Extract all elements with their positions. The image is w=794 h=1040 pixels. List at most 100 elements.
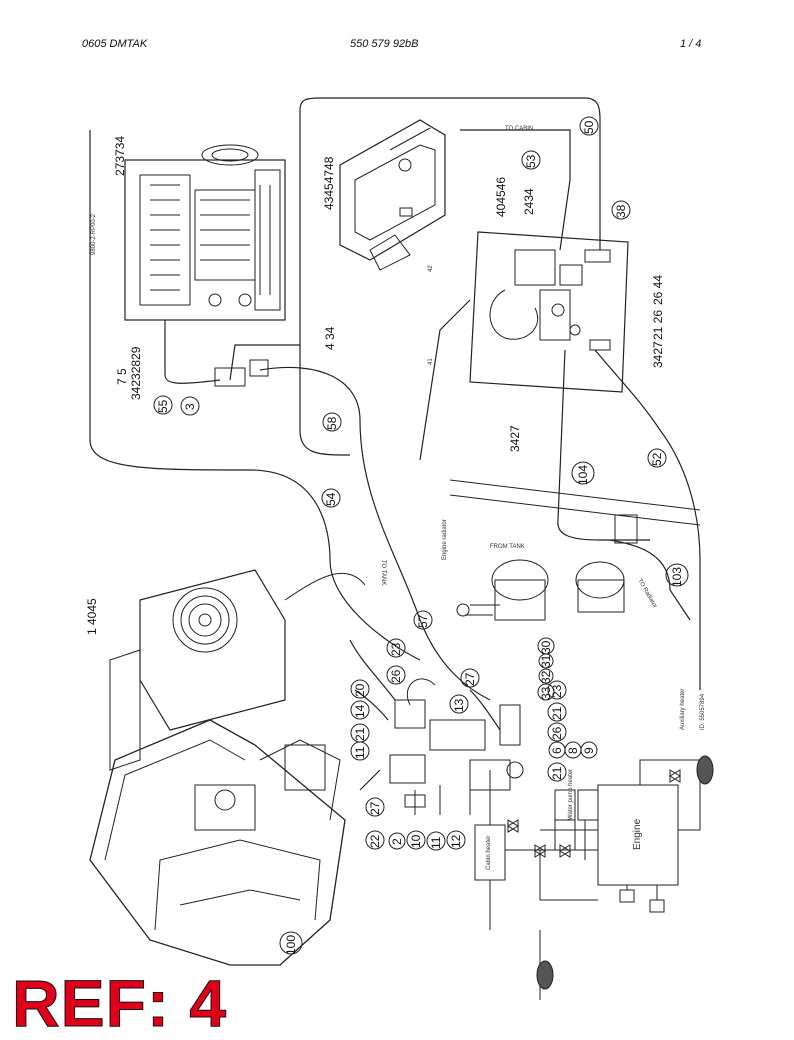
svg-text:26: 26 (550, 726, 564, 740)
svg-text:11: 11 (353, 746, 367, 759)
callout-21-26: 21 26 (651, 310, 665, 340)
label-to-radiator: TO Radiator (636, 578, 657, 609)
svg-text:2: 2 (390, 838, 404, 845)
callout-23-right: 23 (547, 680, 567, 700)
callout-53: 53 (521, 150, 541, 170)
callout-3: 3 (180, 396, 200, 416)
svg-text:27: 27 (368, 801, 382, 815)
callout-33: 33 (537, 683, 555, 701)
svg-text:23: 23 (389, 642, 403, 656)
callout-103: 103 (665, 563, 689, 587)
svg-text:21: 21 (550, 766, 564, 780)
t-fitting-drawing (214, 359, 269, 387)
callout-58: 58 (322, 412, 342, 432)
svg-text:103: 103 (670, 567, 684, 587)
label-aux-id: ID. 55057894 (700, 693, 706, 730)
label-engine-radiator: Engine radiator (442, 519, 448, 560)
svg-text:34232829: 34232829 (129, 346, 143, 400)
label-part-code: 9800-2-RP00-2 (91, 213, 97, 255)
svg-text:54: 54 (324, 492, 338, 506)
callout-32: 32 (538, 668, 554, 684)
svg-text:43454748: 43454748 (322, 156, 336, 210)
callout-38: 38 (611, 200, 631, 220)
svg-text:30: 30 (539, 640, 553, 654)
callout-3427-right: 3427 (651, 341, 665, 368)
svg-text:32: 32 (539, 670, 553, 684)
callout-11-b: 11 (426, 831, 446, 851)
svg-text:7 5: 7 5 (115, 368, 129, 385)
callout-26-top: 26 (386, 665, 406, 685)
heating-schematic (474, 755, 714, 1000)
callout-4-34: 4 34 (323, 326, 337, 350)
svg-text:100: 100 (284, 935, 298, 955)
label-from-tank: FROM TANK (490, 544, 525, 550)
svg-text:26 44: 26 44 (651, 275, 665, 305)
callout-21-a: 21 (350, 723, 370, 743)
callout-30: 30 (537, 637, 555, 655)
engine-block-drawing (124, 144, 286, 321)
svg-text:104: 104 (576, 465, 590, 485)
svg-text:21: 21 (550, 706, 564, 720)
callout-54: 54 (321, 488, 341, 508)
header-page-number: 1 / 4 (680, 38, 702, 50)
callout-31: 31 (538, 653, 554, 669)
svg-text:52: 52 (650, 452, 664, 466)
callout-21-c: 21 (547, 762, 567, 782)
svg-text:21 26: 21 26 (651, 310, 665, 340)
hose-lines (89, 97, 701, 791)
callout-22: 22 (365, 830, 385, 850)
svg-text:38: 38 (614, 204, 628, 218)
callout-43454748: 43454748 (322, 156, 336, 210)
svg-text:12: 12 (449, 834, 463, 848)
svg-text:6: 6 (550, 747, 564, 754)
svg-text:8: 8 (566, 747, 580, 754)
svg-text:22: 22 (368, 834, 382, 848)
callout-23-top: 23 (386, 638, 406, 658)
svg-text:9: 9 (582, 747, 596, 754)
svg-text:23: 23 (550, 684, 564, 698)
label-to-cabin: TO CABIN (505, 126, 533, 132)
svg-text:3427: 3427 (508, 425, 522, 452)
callout-26-44: 26 44 (651, 275, 665, 305)
callout-7-5: 7 5 (115, 368, 129, 385)
callout-13: 13 (449, 694, 469, 714)
pump-cluster-drawing (389, 678, 524, 815)
callout-27-top: 27 (460, 668, 480, 688)
callout-55: 55 (153, 395, 173, 415)
svg-text:31: 31 (539, 654, 553, 668)
svg-text:55: 55 (156, 399, 170, 413)
callout-12: 12 (446, 830, 466, 850)
svg-text:1 4045: 1 4045 (85, 598, 99, 635)
svg-text:2434: 2434 (522, 188, 536, 215)
cabin-heater-drawing (339, 119, 446, 271)
callout-57: 57 (413, 610, 433, 630)
callout-404546: 404546 (494, 177, 508, 217)
svg-text:33: 33 (539, 686, 553, 700)
svg-text:21: 21 (353, 727, 367, 741)
svg-text:4 34: 4 34 (323, 326, 337, 350)
cabin-body-drawing (89, 719, 346, 966)
callout-8: 8 (564, 741, 582, 759)
tank-assembly-drawing (449, 479, 701, 621)
callout-26-b: 26 (547, 722, 567, 742)
svg-text:50: 50 (582, 120, 596, 134)
callout-9: 9 (580, 741, 598, 759)
callout-10: 10 (406, 830, 426, 850)
svg-text:273734: 273734 (113, 136, 127, 176)
callout-27-b: 27 (365, 797, 385, 817)
svg-text:26: 26 (389, 669, 403, 683)
callout-52: 52 (647, 448, 667, 468)
callout-273734: 273734 (113, 136, 127, 176)
label-cabin-heater: Cabin heater (486, 836, 492, 870)
svg-text:27: 27 (463, 672, 477, 686)
svg-text:404546: 404546 (494, 177, 508, 217)
svg-text:3: 3 (183, 403, 197, 410)
label-to-tank: TO TANK (380, 560, 386, 585)
callout-1-4045: 1 4045 (85, 598, 99, 635)
callout-104: 104 (571, 461, 595, 485)
label-a2: 42 (428, 265, 434, 272)
svg-text:11: 11 (429, 836, 443, 849)
svg-text:57: 57 (416, 614, 430, 628)
callout-2: 2 (388, 832, 406, 850)
